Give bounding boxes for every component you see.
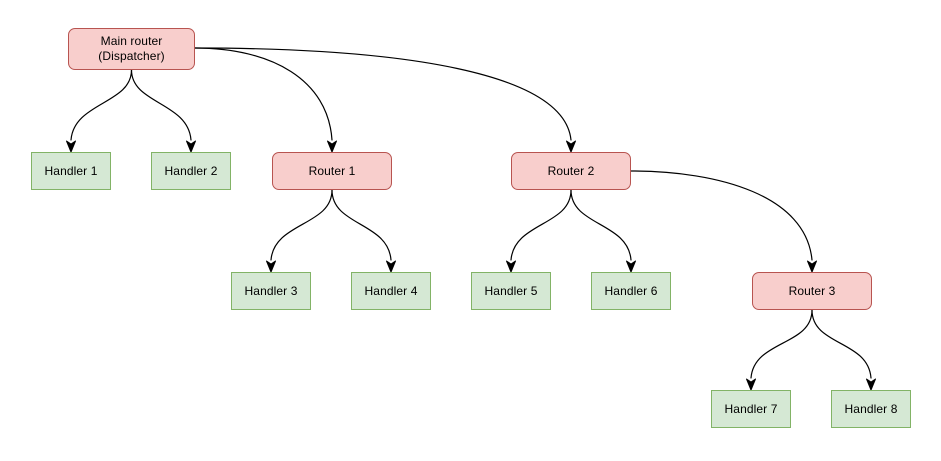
edge-router2-h6 bbox=[570, 189, 636, 273]
edge-router1-h3 bbox=[266, 189, 333, 273]
edge-router3-h7 bbox=[746, 309, 813, 391]
node-h4[interactable]: Handler 4 bbox=[351, 272, 431, 310]
node-h6[interactable]: Handler 6 bbox=[591, 272, 671, 310]
node-label: Handler 7 bbox=[724, 401, 778, 416]
node-h8[interactable]: Handler 8 bbox=[831, 390, 911, 428]
arrowhead-icon bbox=[327, 140, 337, 153]
edge-router2-router3 bbox=[630, 170, 817, 273]
arrowhead-icon bbox=[186, 140, 196, 153]
node-main[interactable]: Main router (Dispatcher) bbox=[68, 28, 195, 70]
node-label: Handler 6 bbox=[604, 283, 658, 298]
edge-line bbox=[130, 69, 192, 141]
edge-line bbox=[194, 47, 572, 141]
node-h3[interactable]: Handler 3 bbox=[231, 272, 311, 310]
edge-line bbox=[510, 189, 572, 261]
edge-main-h2 bbox=[130, 69, 196, 153]
node-router3[interactable]: Router 3 bbox=[752, 272, 872, 310]
edge-line bbox=[194, 47, 333, 141]
arrowhead-icon bbox=[506, 260, 516, 273]
edge-line bbox=[811, 309, 872, 379]
arrowhead-icon bbox=[866, 378, 876, 391]
node-label: Handler 5 bbox=[484, 283, 538, 298]
node-label: Router 1 bbox=[308, 163, 356, 178]
node-label: Handler 1 bbox=[44, 163, 98, 178]
edge-line bbox=[331, 189, 392, 261]
edge-router2-h5 bbox=[506, 189, 572, 273]
node-label: Main router (Dispatcher) bbox=[98, 34, 165, 63]
edge-line bbox=[270, 189, 333, 261]
arrowhead-icon bbox=[807, 260, 817, 273]
node-label: Router 2 bbox=[547, 163, 595, 178]
arrowhead-icon bbox=[626, 260, 636, 273]
arrowhead-icon bbox=[266, 260, 276, 273]
arrowhead-icon bbox=[386, 260, 396, 273]
node-router2[interactable]: Router 2 bbox=[511, 152, 631, 190]
arrowhead-icon bbox=[746, 378, 756, 391]
edge-main-router2 bbox=[194, 47, 576, 153]
node-h7[interactable]: Handler 7 bbox=[711, 390, 791, 428]
node-h1[interactable]: Handler 1 bbox=[31, 152, 111, 190]
edge-main-router1 bbox=[194, 47, 337, 153]
node-label: Handler 4 bbox=[364, 283, 418, 298]
edge-main-h1 bbox=[66, 69, 133, 153]
edge-line bbox=[630, 170, 813, 261]
arrowhead-icon bbox=[566, 140, 576, 153]
node-router1[interactable]: Router 1 bbox=[272, 152, 392, 190]
edge-router3-h8 bbox=[811, 309, 876, 391]
node-h5[interactable]: Handler 5 bbox=[471, 272, 551, 310]
edge-line bbox=[750, 309, 813, 379]
arrowhead-icon bbox=[66, 140, 76, 153]
edge-router1-h4 bbox=[331, 189, 396, 273]
node-label: Handler 3 bbox=[244, 283, 298, 298]
edge-line bbox=[70, 69, 133, 141]
node-h2[interactable]: Handler 2 bbox=[151, 152, 231, 190]
node-label: Router 3 bbox=[788, 283, 836, 298]
node-label: Handler 8 bbox=[844, 401, 898, 416]
node-label: Handler 2 bbox=[164, 163, 218, 178]
edge-line bbox=[570, 189, 632, 261]
